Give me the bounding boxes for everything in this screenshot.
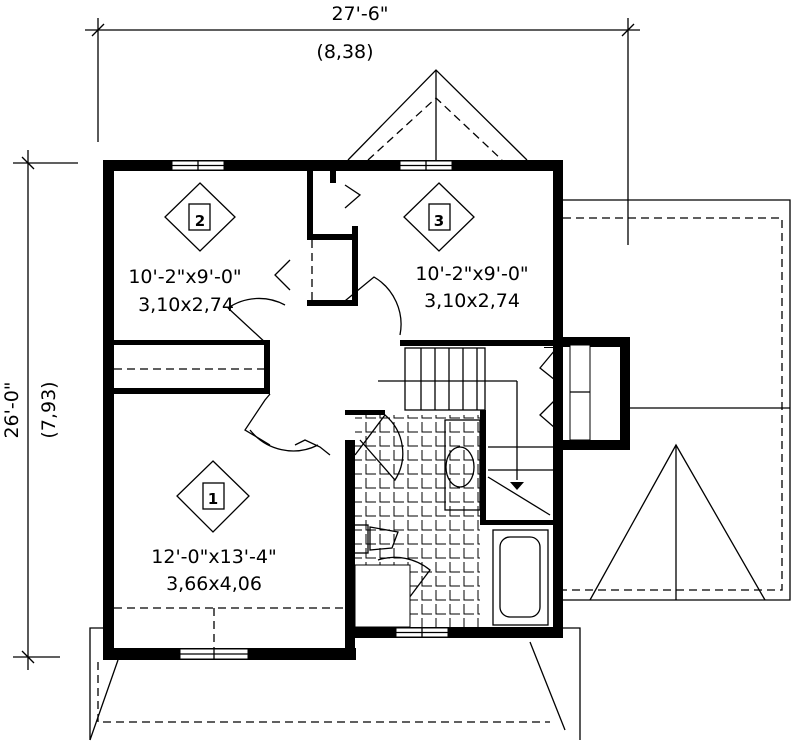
- bathroom-fixtures: [349, 415, 549, 628]
- room-3-label: 3 10'-2"x9'-0" 3,10x2,74: [403, 182, 529, 312]
- room-2-size-imperial: 10'-2"x9'-0": [128, 266, 241, 288]
- room-3-number: 3: [434, 212, 444, 230]
- width-imperial: 27'-6": [331, 3, 388, 25]
- room-1-size-imperial: 12'-0"x13'-4": [151, 546, 276, 568]
- staircase: [378, 347, 553, 516]
- room-3-size-imperial: 10'-2"x9'-0": [415, 263, 528, 285]
- room-2-number: 2: [195, 212, 205, 230]
- width-dimension: 27'-6" (8,38): [85, 3, 640, 245]
- room-2-label: 2 10'-2"x9'-0" 3,10x2,74: [128, 182, 242, 316]
- room-1-number: 1: [208, 490, 218, 508]
- room-3-size-metric: 3,10x2,74: [424, 290, 520, 312]
- room-1-size-metric: 3,66x4,06: [166, 573, 262, 595]
- room-2-size-metric: 3,10x2,74: [138, 294, 234, 316]
- windows: [171, 160, 591, 660]
- depth-metric: (7,93): [38, 381, 60, 438]
- roof-outline: [89, 69, 791, 741]
- interior-walls: [114, 171, 553, 525]
- depth-dimension: 26'-0" (7,93): [1, 150, 78, 670]
- width-metric: (8,38): [316, 41, 373, 63]
- depth-imperial: 26'-0": [1, 381, 23, 438]
- room-1-label: 1 12'-0"x13'-4" 3,66x4,06: [114, 460, 345, 648]
